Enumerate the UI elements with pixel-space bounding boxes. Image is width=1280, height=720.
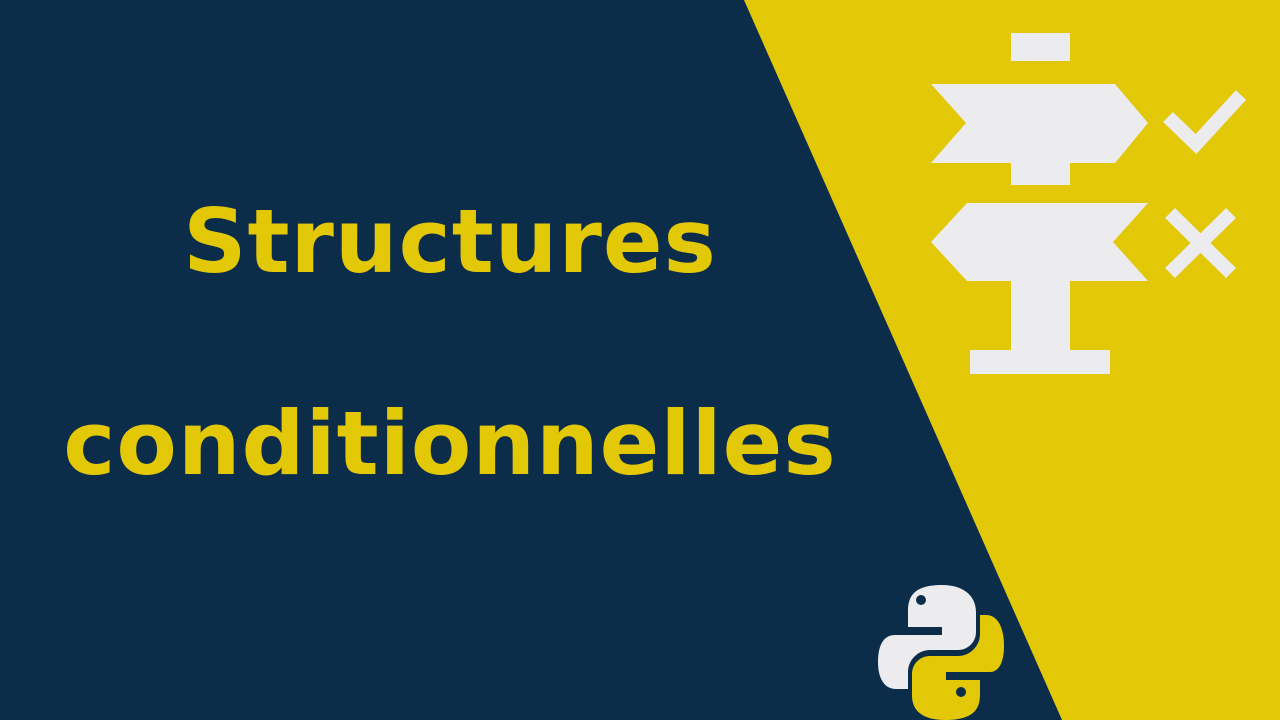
cross-icon [1165,208,1236,278]
check-icon [1163,90,1247,155]
signpost-icon [931,33,1148,374]
signpost-arrow-right [931,84,1148,163]
python-logo-bottom-half [912,615,1004,720]
title-line-2: conditionnelles [63,392,837,495]
python-logo [878,585,1004,720]
title-line-1: Structures [183,190,717,293]
signpost-arrow-left [931,203,1148,281]
python-logo-top-half [878,585,976,689]
python-logo-top-eye [916,595,926,605]
python-logo-bottom-eye [956,687,966,697]
